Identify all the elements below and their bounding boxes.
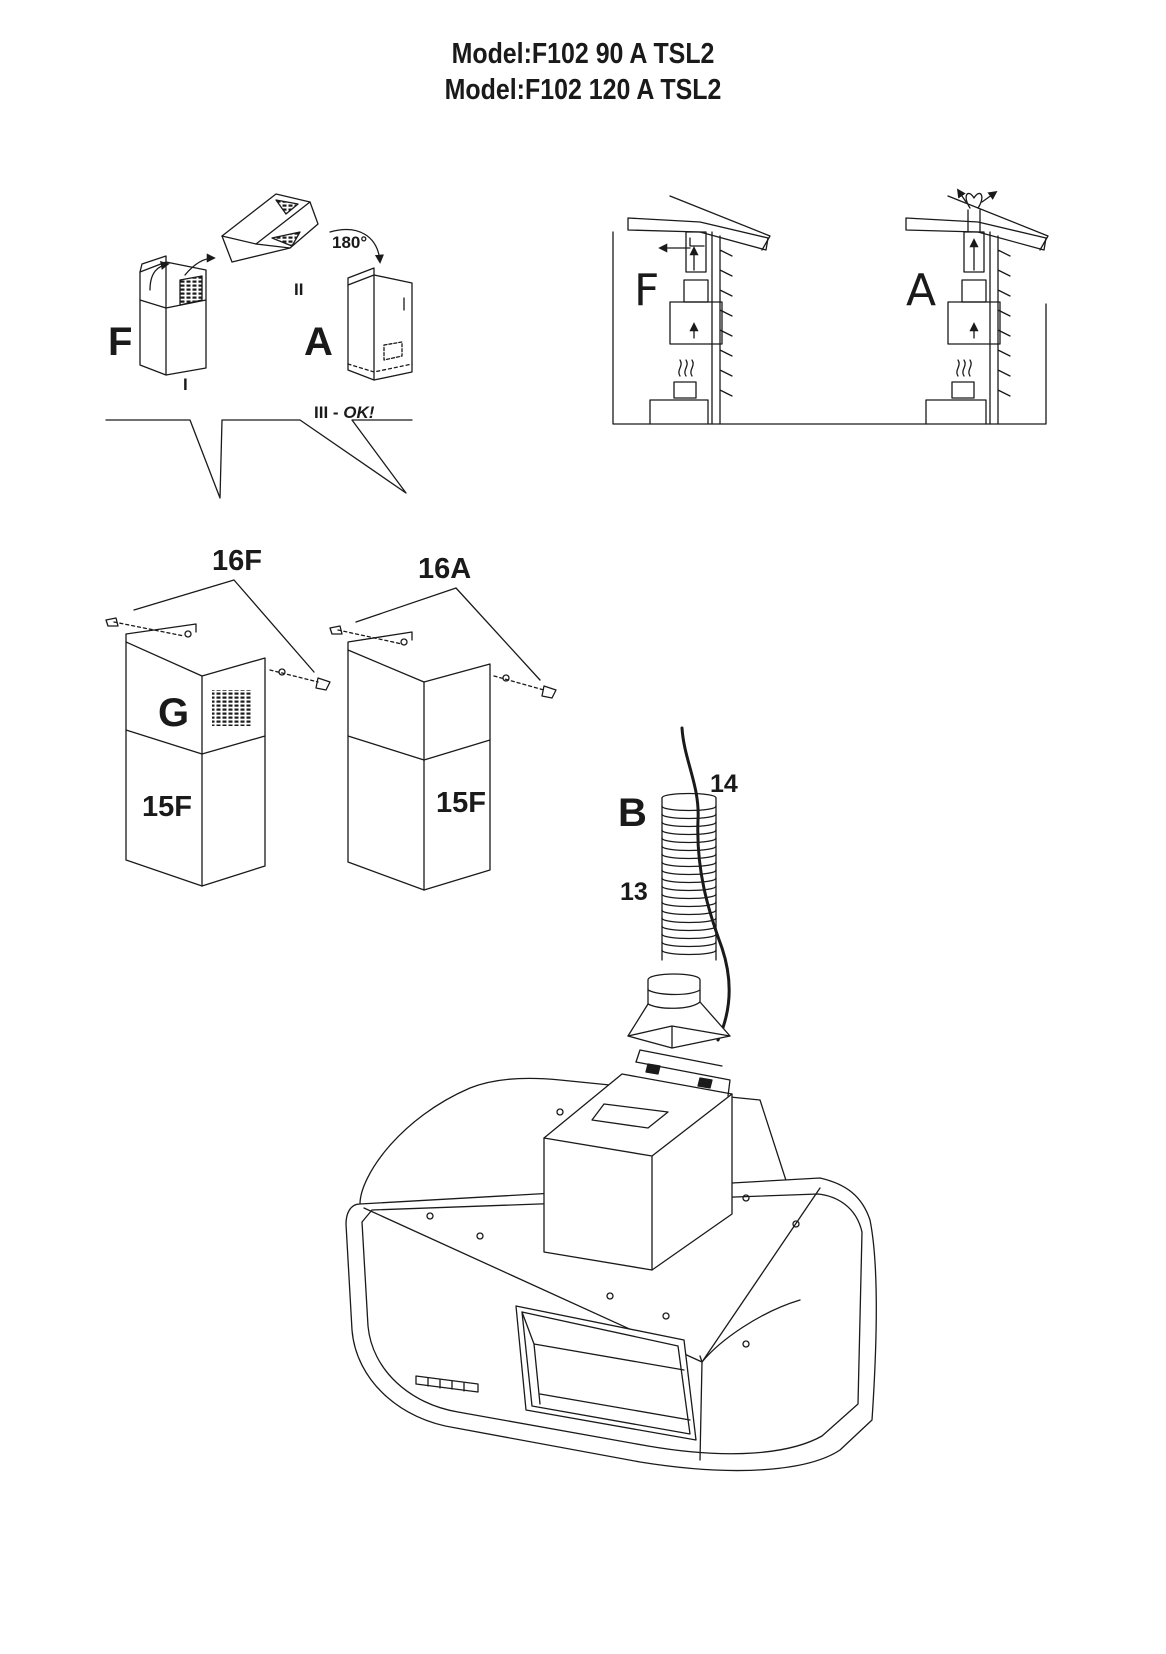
power-cable: [680, 726, 731, 1042]
part-label-16f: 16F: [212, 545, 262, 577]
grille-label-g: G: [158, 691, 189, 735]
chimney-left: [105, 579, 331, 887]
part-label-16a: 16A: [418, 553, 471, 585]
exhaust-mode-room: [905, 188, 1049, 425]
chimney-part-i: [139, 253, 216, 376]
step-label-ii: II: [294, 280, 303, 299]
control-panel: [415, 1375, 479, 1393]
model-title-line-2: Model:F102 120 A TSL2: [444, 74, 722, 106]
hose-label-13: 13: [620, 878, 648, 906]
chimney-right: [329, 587, 557, 891]
filter-mode-room: [627, 195, 771, 425]
duct-kit-label-b: B: [618, 791, 647, 835]
conversion-label-a: A: [304, 320, 333, 364]
mode-label-exhaust: A: [906, 265, 936, 316]
chimney-part-iii: [347, 267, 413, 381]
cable-label-14: 14: [710, 770, 738, 798]
part-label-15f-left: 15F: [142, 791, 192, 823]
model-title-line-1: Model:F102 90 A TSL2: [451, 38, 715, 70]
step-label-iii: III - OK!: [314, 403, 375, 422]
part-label-15f-right: 15F: [436, 787, 486, 819]
step-label-i: I: [183, 375, 188, 394]
mode-illustration: [612, 188, 1049, 425]
hood-body: [345, 1049, 877, 1472]
chimney-part-ii: [221, 193, 384, 264]
chimney-sections: [105, 579, 557, 891]
conversion-label-f: F: [108, 320, 132, 364]
conversion-illustration: [105, 193, 413, 499]
flexible-hose: [661, 792, 717, 961]
duct-kit: [627, 726, 731, 1049]
mode-label-filter: F: [634, 265, 659, 316]
rotation-label: 180°: [332, 233, 367, 252]
duct-adapter: [627, 973, 731, 1049]
